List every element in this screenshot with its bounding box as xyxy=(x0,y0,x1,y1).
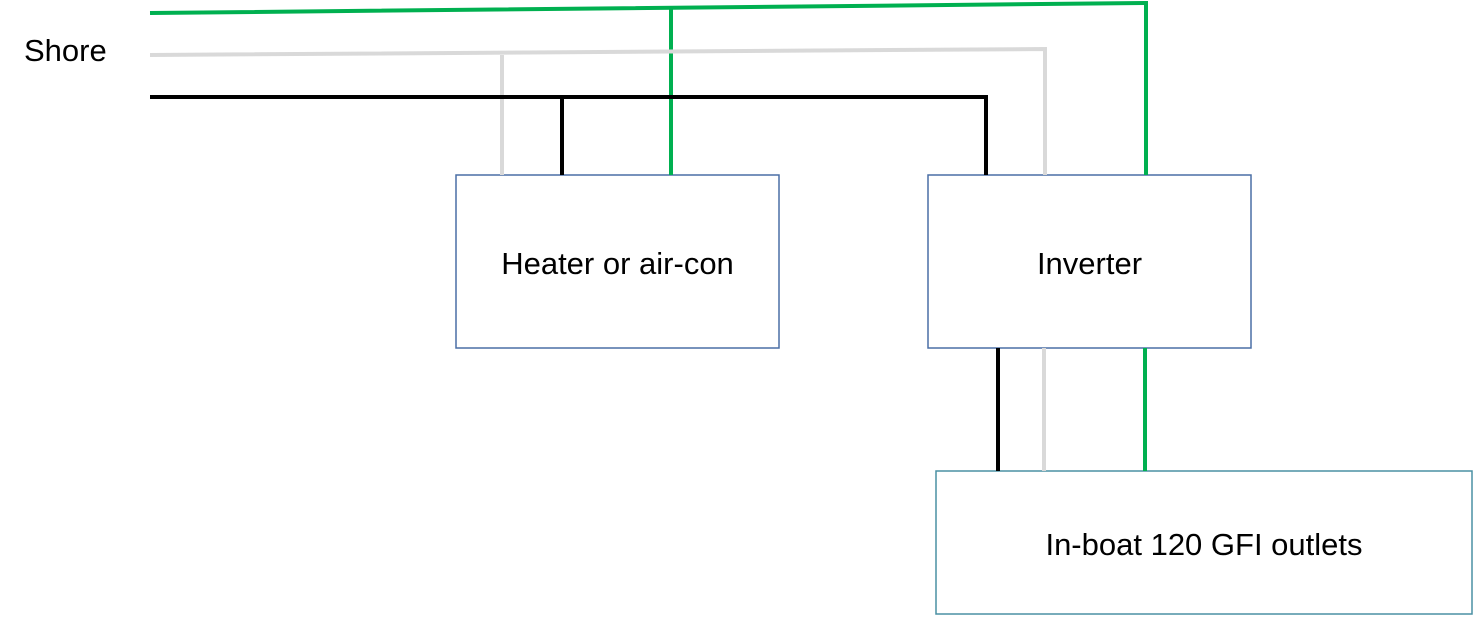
shore-label: Shore xyxy=(24,33,107,68)
ground-wire-main xyxy=(149,0,1148,175)
hot-wire-main xyxy=(150,95,988,175)
neutral-wire-main xyxy=(149,46,1047,175)
outlets-label: In-boat 120 GFI outlets xyxy=(1045,527,1362,562)
heater-label: Heater or air-con xyxy=(501,246,734,281)
inverter-label: Inverter xyxy=(1037,246,1142,281)
heater-box xyxy=(455,174,780,349)
outlets-box xyxy=(935,470,1473,615)
inverter-box xyxy=(927,174,1252,349)
